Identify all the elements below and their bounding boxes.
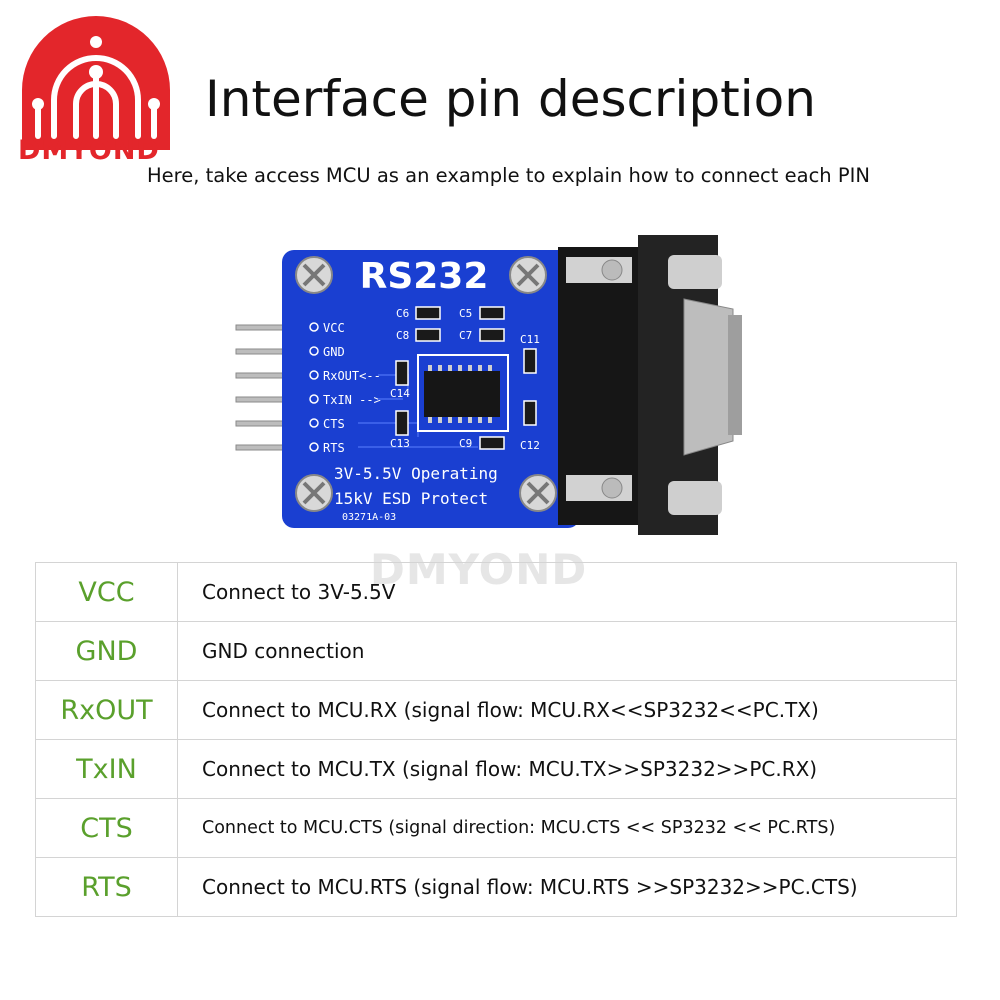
pin-name: RTS — [35, 857, 178, 917]
pin-description: Connect to 3V-5.5V — [177, 562, 957, 622]
board-part-number: 03271A-03 — [342, 512, 396, 523]
board-esd-text: 15kV ESD Protect — [334, 489, 488, 508]
page-subtitle: Here, take access MCU as an example to e… — [147, 164, 870, 187]
rs232-board-image: RS232 VCC GND RxOUT<-- TxIN --> CTS RTS — [228, 225, 758, 545]
pin-name: TxIN — [35, 739, 178, 799]
board-pin-label: VCC — [323, 321, 345, 335]
board-pin-label: CTS — [323, 417, 345, 431]
table-row: VCC Connect to 3V-5.5V — [35, 562, 957, 622]
cap-label: C9 — [459, 437, 472, 450]
pin-description: Connect to MCU.RX (signal flow: MCU.RX<<… — [177, 680, 957, 740]
cap-label: C11 — [520, 333, 540, 346]
board-operating-text: 3V-5.5V Operating — [334, 464, 498, 483]
screw-icon — [295, 256, 557, 512]
table-row: RTS Connect to MCU.RTS (signal flow: MCU… — [35, 857, 957, 917]
board-pin-label: GND — [323, 345, 345, 359]
pin-description: GND connection — [177, 621, 957, 681]
table-row: GND GND connection — [35, 621, 957, 681]
cap-label: C5 — [459, 307, 472, 320]
cap-label: C12 — [520, 439, 540, 452]
cap-label: C13 — [390, 437, 410, 450]
board-pin-label: TxIN --> — [323, 393, 381, 407]
board-pin-label: RxOUT<-- — [323, 369, 381, 383]
pin-name: VCC — [35, 562, 178, 622]
cap-label: C7 — [459, 329, 472, 342]
pin-table: VCC Connect to 3V-5.5V GND GND connectio… — [35, 562, 957, 917]
board-pin-label: RTS — [323, 441, 345, 455]
dmyond-logo-icon — [22, 16, 170, 151]
cap-label: C8 — [396, 329, 409, 342]
cap-label: C14 — [390, 387, 410, 400]
pin-name: RxOUT — [35, 680, 178, 740]
table-row: CTS Connect to MCU.CTS (signal direction… — [35, 798, 957, 858]
table-row: RxOUT Connect to MCU.RX (signal flow: MC… — [35, 680, 957, 740]
pin-description: Connect to MCU.CTS (signal direction: MC… — [177, 798, 957, 858]
board-title: RS232 — [360, 256, 489, 297]
pin-name: CTS — [35, 798, 178, 858]
chip-icon — [417, 354, 509, 432]
pin-name: GND — [35, 621, 178, 681]
cap-label: C6 — [396, 307, 409, 320]
table-row: TxIN Connect to MCU.TX (signal flow: MCU… — [35, 739, 957, 799]
pin-description: Connect to MCU.TX (signal flow: MCU.TX>>… — [177, 739, 957, 799]
logo-text: DMYOND — [18, 135, 160, 166]
db9-connector-icon — [558, 235, 742, 535]
pin-description: Connect to MCU.RTS (signal flow: MCU.RTS… — [177, 857, 957, 917]
page-title: Interface pin description — [205, 70, 816, 128]
